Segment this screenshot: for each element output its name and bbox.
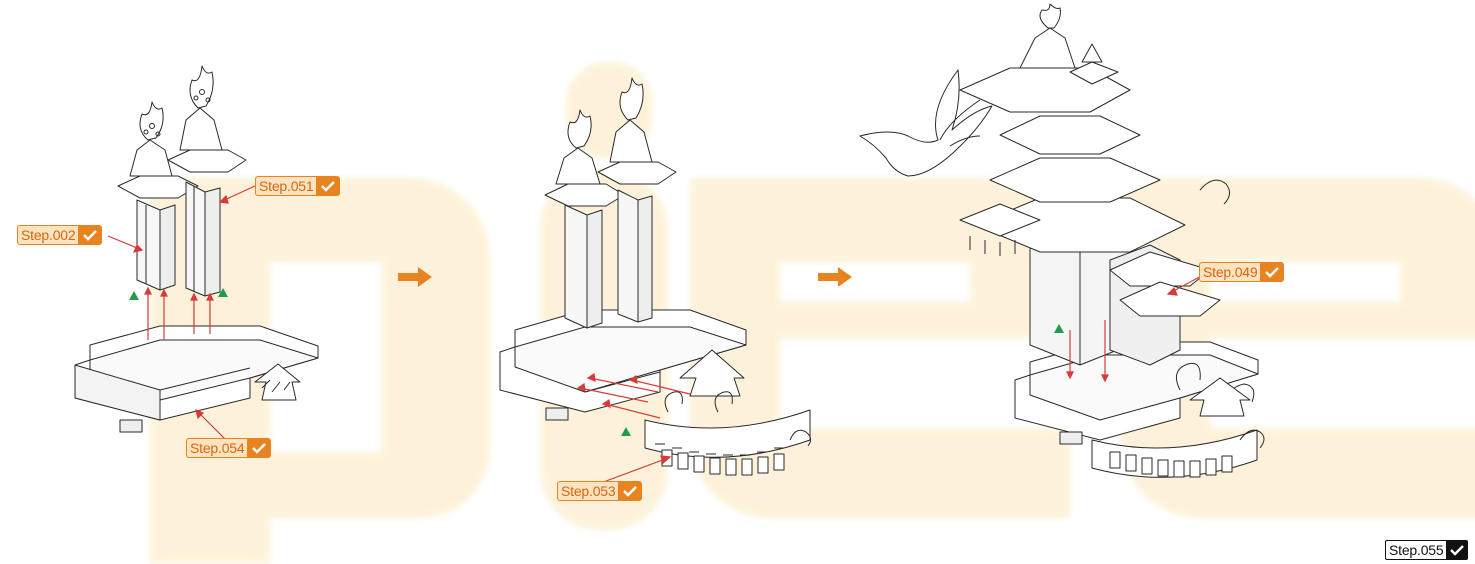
triangle-icon [621, 427, 631, 436]
step-label: Step.055 [1385, 540, 1446, 560]
panel-2-model [500, 78, 811, 475]
step-label: Step.053 [557, 481, 618, 501]
step-tag-053[interactable]: Step.053 [557, 481, 642, 501]
step-label: Step.049 [1199, 262, 1260, 282]
check-icon [247, 438, 271, 458]
arrow-right-icon [818, 266, 852, 288]
step-tag-055[interactable]: Step.055 [1385, 540, 1468, 560]
step-label: Step.051 [255, 176, 316, 196]
check-icon [1260, 262, 1284, 282]
step-tag-054[interactable]: Step.054 [186, 438, 271, 458]
check-icon [1446, 540, 1468, 560]
check-icon [78, 225, 102, 245]
check-icon [316, 176, 340, 196]
triangle-icon [129, 291, 139, 300]
step-label: Step.054 [186, 438, 247, 458]
step-tag-002[interactable]: Step.002 [17, 225, 102, 245]
panel-1-model [75, 66, 318, 432]
step-label: Step.002 [17, 225, 78, 245]
panel-3-model [860, 4, 1264, 477]
arrow-right-icon [398, 266, 432, 288]
step-tag-051[interactable]: Step.051 [255, 176, 340, 196]
check-icon [618, 481, 642, 501]
step-tag-049[interactable]: Step.049 [1199, 262, 1284, 282]
